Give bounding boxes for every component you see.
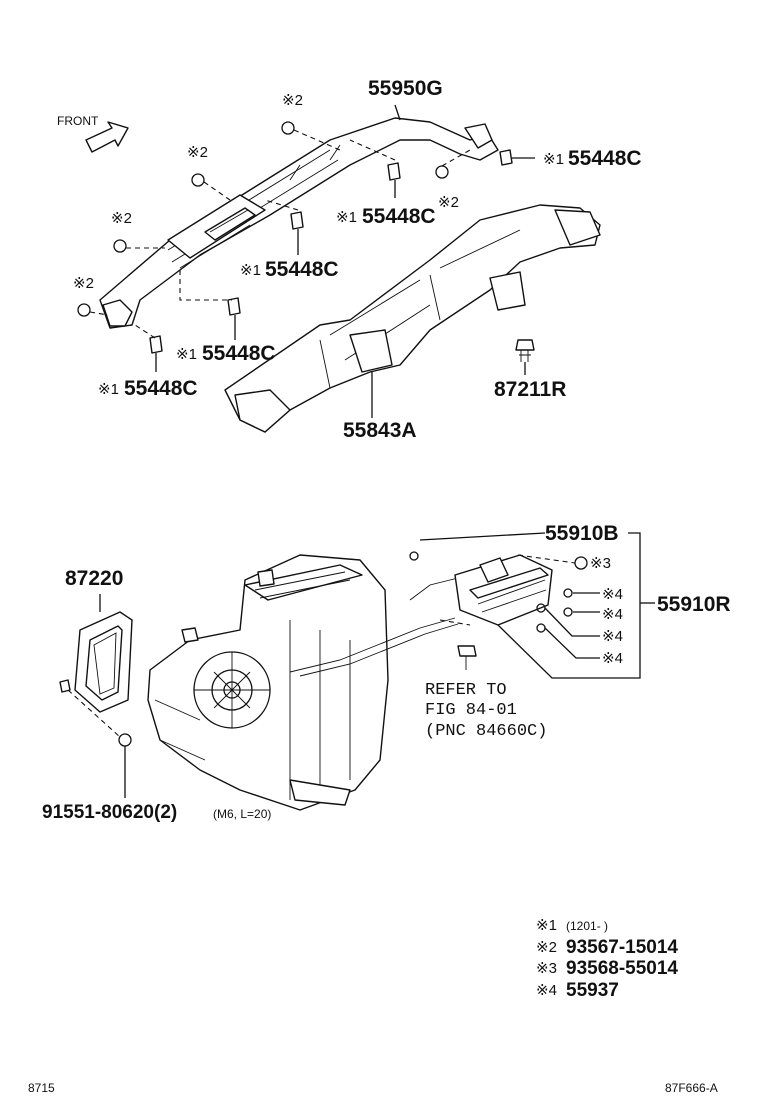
legend-value-1: (1201- ) <box>566 919 608 933</box>
mark-1-b: ※1 <box>336 209 357 226</box>
label-87220: 87220 <box>65 567 123 590</box>
legend-mark-1: ※1 <box>536 917 557 934</box>
mark-2-a: ※2 <box>282 92 303 109</box>
label-91551-spec: (M6, L=20) <box>213 807 271 821</box>
mark-2-c: ※2 <box>111 210 132 227</box>
legend-value-3: 93568-55014 <box>566 958 678 979</box>
control-leader-lines <box>419 532 655 679</box>
bolt-91551-icon <box>118 733 132 747</box>
duct-55950g-drawing <box>99 117 499 329</box>
refer-line-2: FIG 84-01 <box>425 701 517 720</box>
label-55448c-b: 55448C <box>362 205 436 228</box>
legend-mark-3: ※3 <box>536 960 557 977</box>
duct-55843a-drawing <box>224 204 601 433</box>
front-label: FRONT <box>57 114 99 128</box>
heater-blower-unit-drawing <box>147 554 389 811</box>
legend-mark-4: ※4 <box>536 982 557 999</box>
refer-line-1: REFER TO <box>425 681 507 700</box>
clip-87211r-drawing <box>515 339 535 362</box>
clip-55448c-drawings <box>149 149 513 354</box>
refer-line-3: (PNC 84660C) <box>425 722 547 741</box>
label-55448c-e: 55448C <box>124 377 198 400</box>
upper-leader-lines <box>89 104 535 418</box>
label-55910b: 55910B <box>545 522 619 545</box>
footer-left-code: 8715 <box>28 1081 55 1095</box>
label-91551: 91551-80620(2) <box>42 802 177 823</box>
mark-2-b: ※2 <box>187 144 208 161</box>
mark-1-e: ※1 <box>98 381 119 398</box>
footer-right-code: 87F666-A <box>665 1081 718 1095</box>
label-55910r: 55910R <box>657 593 731 616</box>
mark-4-d: ※4 <box>602 650 623 667</box>
mark-1-c: ※1 <box>240 262 261 279</box>
label-55950g: 55950G <box>368 77 443 100</box>
front-arrow-icon <box>85 121 129 153</box>
gasket-87220-drawing <box>59 611 133 713</box>
mark-4-b: ※4 <box>602 606 623 623</box>
mark-4-a: ※4 <box>602 586 623 603</box>
legend-value-4: 55937 <box>566 980 619 1001</box>
bolt-leader-dashed <box>67 689 121 738</box>
label-87211r: 87211R <box>494 378 566 401</box>
label-55448c-c: 55448C <box>265 258 339 281</box>
mark-1-d: ※1 <box>176 346 197 363</box>
label-55448c-d: 55448C <box>202 342 276 365</box>
mark-1-a: ※1 <box>543 151 564 168</box>
control-assembly-drawing <box>289 551 553 677</box>
mark-2-e: ※2 <box>438 194 459 211</box>
legend-mark-2: ※2 <box>536 939 557 956</box>
legend-value-2: 93567-15014 <box>566 937 678 958</box>
legend: ※1 93567-15014 (1201- ) ※2 93567-15014 ※… <box>536 917 678 1001</box>
mark-3: ※3 <box>590 555 611 572</box>
label-55448c-a: 55448C <box>568 147 642 170</box>
mark-4-c: ※4 <box>602 628 623 645</box>
label-55843a: 55843A <box>343 419 417 442</box>
mark-2-d: ※2 <box>73 275 94 292</box>
